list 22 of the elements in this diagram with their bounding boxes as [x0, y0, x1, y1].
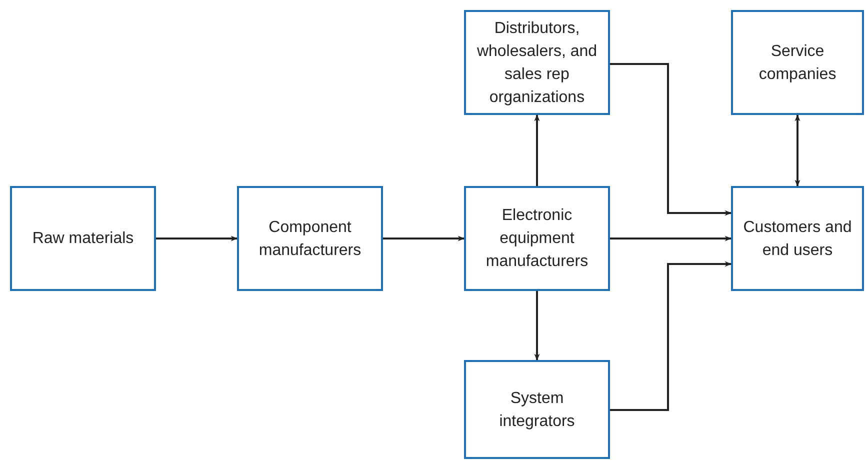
arrow — [610, 63, 732, 216]
box-label: Electronic equipment manufacturers — [484, 206, 590, 272]
box-label: Service companies — [758, 42, 838, 84]
arrow — [610, 261, 732, 411]
box-label: System integrators — [498, 388, 576, 432]
process-box — [237, 186, 383, 291]
arrow — [610, 236, 732, 242]
box-label: Distributors, wholesalers, and sales rep organizations — [476, 18, 598, 108]
process-box — [464, 10, 610, 115]
process-box — [731, 10, 864, 115]
process-box — [464, 360, 610, 459]
arrow — [534, 114, 540, 186]
process-box — [464, 186, 610, 291]
arrow — [794, 114, 800, 187]
arrow — [383, 236, 465, 242]
box-label: Customers and end users — [742, 218, 853, 260]
arrow — [156, 236, 238, 242]
box-label: Component manufacturers — [258, 218, 362, 260]
box-label: Raw materials — [32, 229, 134, 249]
process-box — [10, 186, 156, 291]
arrow — [534, 291, 540, 361]
process-box — [731, 186, 864, 291]
